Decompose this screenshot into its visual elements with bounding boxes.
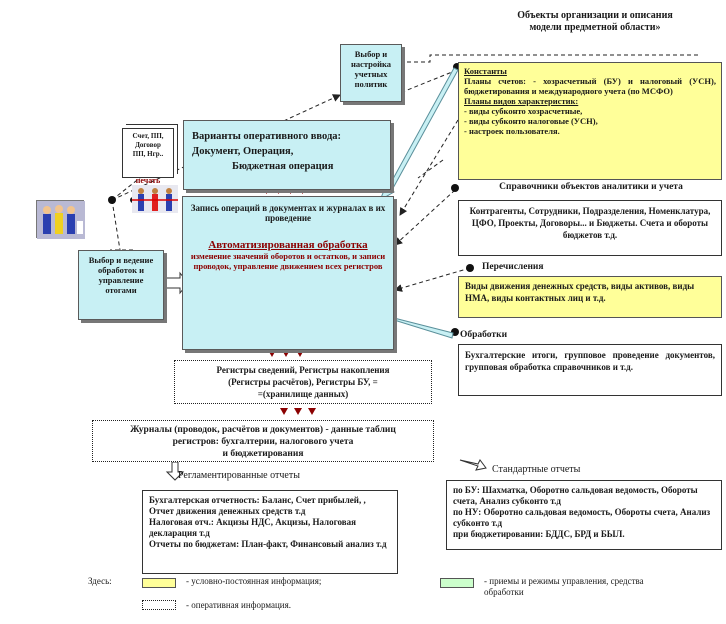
header-title: Объекты организации и описания модели пр… <box>470 10 720 34</box>
legend-green-swatch <box>440 578 474 588</box>
registers-box: Регистры сведений, Регистры накопления (… <box>174 360 432 404</box>
processing-title: Обработки <box>460 330 508 340</box>
header-line1: Объекты организации и описания <box>517 10 673 21</box>
standard-reports-label: Стандартные отчеты <box>492 464 581 475</box>
enumerations-box: Виды движения денежных средств, виды акт… <box>458 276 722 318</box>
constants-characteristics-title: Планы видов характеристик: <box>464 96 579 106</box>
input-variants-line1: Варианты оперативного ввода: <box>192 131 342 142</box>
journals-line2: регистров: бухгалтерии, налогового учета <box>172 437 354 447</box>
legend-green-text: - приемы и режимы управления, средства о… <box>484 576 644 597</box>
registers-line2: (Регистры расчётов), Регистры БУ, = <box>228 377 378 387</box>
header-line2: модели предметной области» <box>529 22 661 33</box>
main-process-top: Запись операций в документах и журналах … <box>190 203 386 223</box>
input-variants-box: Варианты оперативного ввода: Документ, О… <box>183 120 391 190</box>
accounting-policy-text: Выбор и настройка учетных политик <box>350 49 392 89</box>
regulated-reports-box: Бухгалтерская отчетность: Баланс, Счет п… <box>142 490 398 574</box>
processing-box: Бухгалтерские итоги, групповое проведени… <box>458 344 722 396</box>
automated-processing-text: изменение значений оборотов и остатков, … <box>190 251 386 271</box>
standard-reports-item: по БУ: Шахматка, Оборотно сальдовая ведо… <box>453 485 698 506</box>
constants-charts-of-accounts: Планы счетов: - хозрасчетный (БУ) и нало… <box>464 76 716 96</box>
constants-item: - виды субконто налоговые (УСН), <box>464 116 598 126</box>
legend-yellow-swatch <box>142 578 176 588</box>
constants-box: Константы Планы счетов: - хозрасчетный (… <box>458 62 722 180</box>
legend-dotted-swatch <box>142 600 176 610</box>
regulated-reports-item: Налоговая отч.: Акцизы НДС, Акцизы, Нало… <box>149 517 356 538</box>
users-icon <box>36 200 85 239</box>
regulated-reports-label: Регламентированные отчеты <box>178 470 300 481</box>
doc-card-line: Договор <box>135 141 161 149</box>
constants-title: Константы <box>464 66 507 76</box>
legend-yellow-text: - условно-постоянная информация; <box>186 576 322 586</box>
operators-icon <box>132 185 178 213</box>
standard-reports-item: при бюджетировании: БДДС, БРД и БЫЛ. <box>453 529 625 539</box>
automated-processing-title: Автоматизированная обработка <box>208 239 368 251</box>
journals-box: Журналы (проводок, расчётов и документов… <box>92 420 434 462</box>
journals-line1: Журналы (проводок, расчётов и документов… <box>130 425 396 435</box>
directories-title: Справочники объектов аналитики и учета <box>499 182 683 192</box>
doc-card-line: Счет, ПП, <box>132 132 164 140</box>
enumerations-title: Перечисления <box>482 262 544 272</box>
directories-box: Контрагенты, Сотрудники, Подразделения, … <box>458 200 722 256</box>
legend-dotted-text: - оперативная информация. <box>186 600 291 610</box>
standard-reports-box: по БУ: Шахматка, Оборотно сальдовая ведо… <box>446 480 722 550</box>
processing-selection-text: Выбор и ведение обработок и управление о… <box>88 255 154 295</box>
regulated-reports-item: Отчеты по бюджетам: План-факт, Финансовы… <box>149 539 387 549</box>
main-process-box: Запись операций в документах и журналах … <box>182 196 394 350</box>
enumerations-text: Виды движения денежных средств, виды акт… <box>465 281 695 303</box>
input-variants-line3: Бюджетная операция <box>232 161 334 172</box>
print-label: печать <box>135 176 161 185</box>
registers-line1: Регистры сведений, Регистры накопления <box>216 365 390 375</box>
processing-selection-box: Выбор и ведение обработок и управление о… <box>78 250 164 320</box>
standard-reports-item: по НУ: Оборотно сальдовая ведомость, Обо… <box>453 507 711 528</box>
journals-line3: и бюджетирования <box>222 449 304 459</box>
regulated-reports-item: Бухгалтерская отчетность: Баланс, Счет п… <box>149 495 366 516</box>
directories-text: Контрагенты, Сотрудники, Подразделения, … <box>469 206 711 240</box>
legend-label: Здесь: <box>88 576 112 586</box>
document-card: Счет, ПП, Договор ПП, Нгр.. <box>122 128 174 178</box>
registers-line3: =(хранилище данных) <box>257 389 349 399</box>
processing-text: Бухгалтерские итоги, групповое проведени… <box>465 350 715 372</box>
constants-item: - виды субконто хозрасчетные, <box>464 106 583 116</box>
input-variants-line2: Документ, Операция, <box>192 146 294 157</box>
doc-card-line: ПП, Нгр.. <box>132 150 164 158</box>
accounting-policy-box: Выбор и настройка учетных политик <box>340 44 402 102</box>
constants-item: - настроек пользователя. <box>464 126 560 136</box>
